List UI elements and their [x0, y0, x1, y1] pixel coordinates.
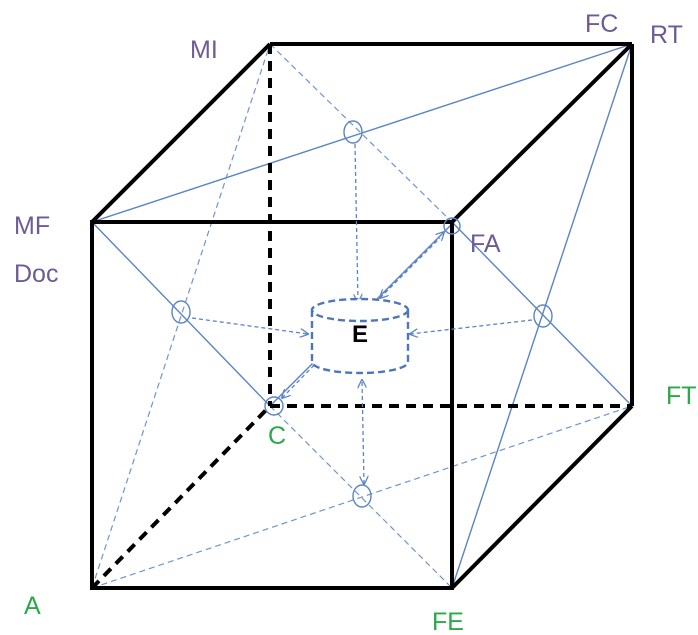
label-ft: FT: [666, 382, 697, 410]
label-doc: Doc: [14, 260, 58, 288]
arrow-bottom-to-e: [362, 380, 364, 484]
label-mf: MF: [14, 212, 50, 240]
cylinder-body: [310, 310, 410, 375]
label-rt: RT: [650, 21, 683, 49]
diagonal-a-mi: [91, 43, 271, 589]
hidden-edge-a-c: [90, 404, 272, 590]
label-c: C: [268, 422, 286, 450]
face-center-right: [533, 304, 553, 328]
node-fa-circle: [443, 217, 461, 235]
arrow-right-to-e: [410, 319, 533, 334]
arrow-left-to-e: [191, 317, 308, 334]
diagonal-c-fe: [269, 405, 453, 589]
label-fa: FA: [470, 230, 501, 258]
diagonal-rt-fe: [451, 43, 633, 589]
face-center-left: [171, 300, 191, 324]
label-e: E: [352, 321, 368, 348]
diagonal-a-ft: [91, 405, 633, 589]
diagonal-fa-ft: [451, 221, 633, 407]
face-center-top: [343, 120, 363, 144]
center-cylinder: [310, 297, 410, 375]
face-centers: [171, 120, 553, 508]
edge-mf-mi: [90, 42, 272, 224]
face-center-bottom: [352, 484, 372, 508]
label-fc: FC: [585, 10, 618, 38]
edge-fa-rt: [450, 42, 634, 224]
arrow-top-to-e: [355, 143, 358, 302]
diagonal-mi-fa: [269, 43, 453, 223]
arrow-e-to-fa: [380, 237, 441, 298]
dashed-diagonals: [91, 43, 633, 589]
diagonal-mf-c: [91, 221, 271, 407]
cylinder-top: [310, 297, 410, 323]
label-fe: FE: [432, 608, 464, 635]
edge-fe-ft: [450, 404, 634, 590]
node-c-circle: [264, 396, 284, 416]
cube-edges: [90, 42, 634, 590]
label-a: A: [24, 592, 41, 620]
label-mi: MI: [190, 36, 218, 64]
